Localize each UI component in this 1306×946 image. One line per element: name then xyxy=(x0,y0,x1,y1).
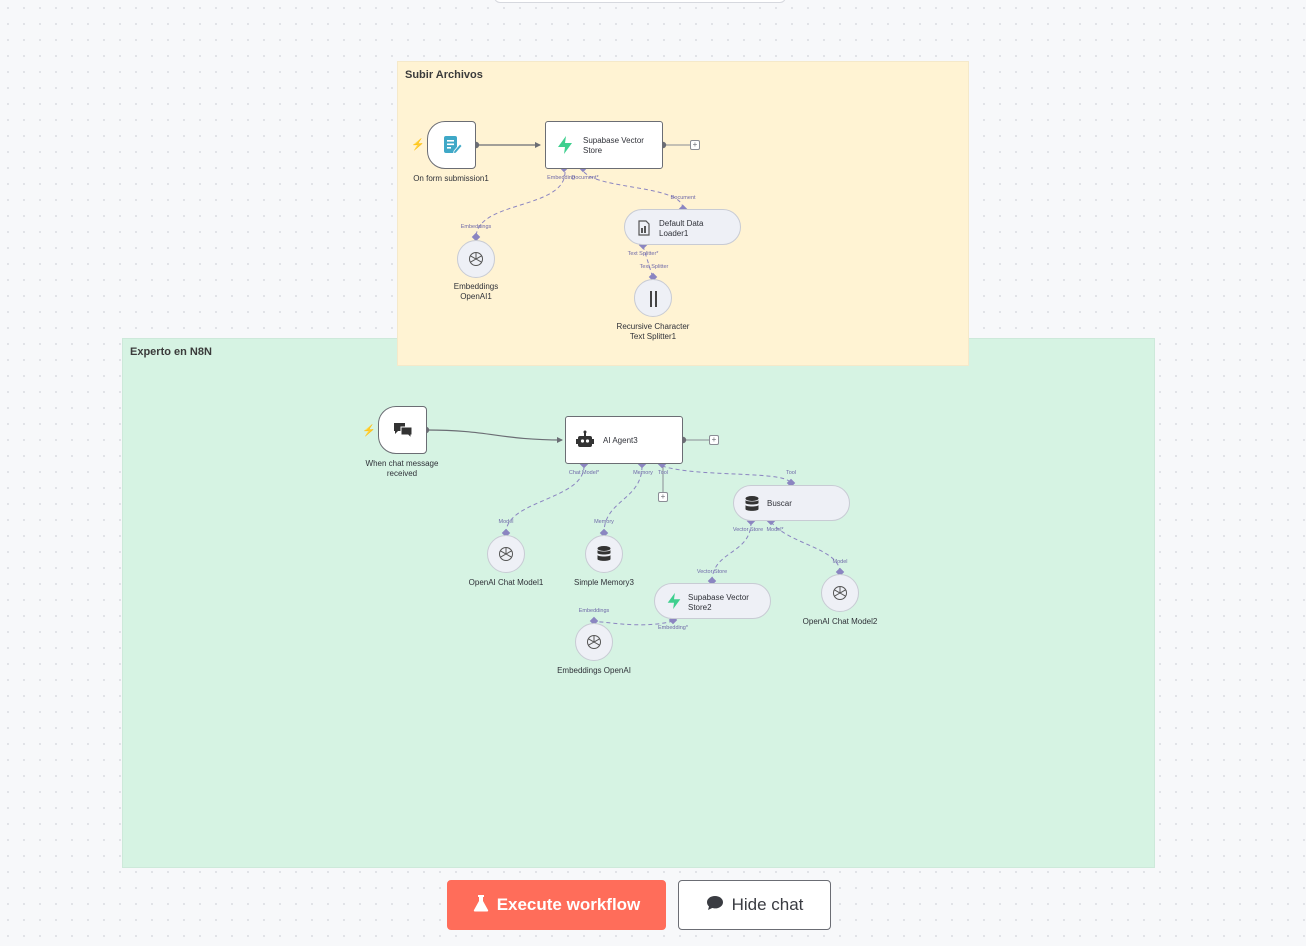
node-title: Buscar xyxy=(767,499,792,508)
node-label: On form submission1 xyxy=(413,174,489,183)
document-icon xyxy=(637,220,651,236)
node-label: Simple Memory3 xyxy=(573,578,635,587)
port-label-embedding: Embedding* xyxy=(658,625,688,631)
port-label-memory: Memory xyxy=(633,470,653,476)
sticky-title: Subir Archivos xyxy=(405,69,483,81)
port-label-document: Document xyxy=(670,195,696,201)
node-openai-chat-model2[interactable] xyxy=(821,574,859,612)
add-tool-button[interactable]: + xyxy=(658,492,668,502)
top-panel-tab xyxy=(494,0,786,3)
node-chat-trigger[interactable] xyxy=(378,406,427,454)
add-node-button[interactable]: + xyxy=(709,435,719,445)
hide-chat-button[interactable]: Hide chat xyxy=(678,880,831,930)
port-label-document: Document* xyxy=(571,175,599,181)
chat-icon xyxy=(392,420,414,440)
database-icon xyxy=(596,545,612,563)
form-icon xyxy=(441,134,463,156)
node-title: AI Agent3 xyxy=(603,436,638,445)
node-label: OpenAI Chat Model2 xyxy=(802,617,878,626)
sticky-title: Experto en N8N xyxy=(130,346,212,358)
port-label-vector-store: Vector Store xyxy=(732,527,764,533)
node-openai-chat-model1[interactable] xyxy=(487,535,525,573)
openai-icon xyxy=(831,584,849,602)
execute-workflow-button[interactable]: Execute workflow xyxy=(447,880,666,930)
hide-chat-label: Hide chat xyxy=(731,895,804,914)
port-label-embeddings: Embeddings xyxy=(460,224,492,230)
node-simple-memory[interactable] xyxy=(585,535,623,573)
openai-icon xyxy=(497,545,515,563)
node-label: Embeddings OpenAI xyxy=(557,666,631,675)
port-label-embeddings: Embeddings xyxy=(578,608,610,614)
node-recursive-text-splitter[interactable] xyxy=(634,279,672,317)
node-embeddings-openai1[interactable] xyxy=(457,240,495,278)
trigger-bolt-icon: ⚡ xyxy=(411,139,425,151)
supabase-icon xyxy=(555,135,575,155)
robot-icon xyxy=(575,430,595,450)
port-label-text-splitter: Text Splitter xyxy=(639,264,669,270)
add-node-button[interactable]: + xyxy=(690,140,700,150)
database-icon xyxy=(744,495,760,513)
chat-bubble-icon xyxy=(706,895,724,916)
port-label-chat-model: Chat Model* xyxy=(568,470,600,476)
supabase-icon xyxy=(665,592,683,610)
node-embeddings-openai[interactable] xyxy=(575,623,613,661)
port-label-text-splitter: Text Splitter* xyxy=(627,251,659,257)
port-label-model: Model* xyxy=(766,527,784,533)
node-label: OpenAI Chat Model1 xyxy=(468,578,544,587)
node-buscar[interactable]: Buscar xyxy=(733,485,850,521)
openai-icon xyxy=(585,633,603,651)
execute-workflow-label: Execute workflow xyxy=(496,895,641,914)
port-label-tool: Tool xyxy=(785,470,797,476)
port-label-tool: Tool xyxy=(657,470,669,476)
flask-icon xyxy=(473,894,489,917)
node-ai-agent[interactable]: AI Agent3 xyxy=(565,416,683,464)
port-label-vector-store: Vector Store xyxy=(696,569,728,575)
trigger-bolt-icon: ⚡ xyxy=(362,425,376,437)
node-supabase-vector-store[interactable]: Supabase Vector Store xyxy=(545,121,663,169)
splitter-icon xyxy=(649,290,659,308)
openai-icon xyxy=(467,250,485,268)
port-label-model: Model xyxy=(832,559,848,565)
port-label-memory: Memory xyxy=(594,519,614,525)
port-label-model: Model xyxy=(498,519,514,525)
node-title: Supabase Vector Store xyxy=(583,136,644,155)
node-form-trigger[interactable] xyxy=(427,121,476,169)
